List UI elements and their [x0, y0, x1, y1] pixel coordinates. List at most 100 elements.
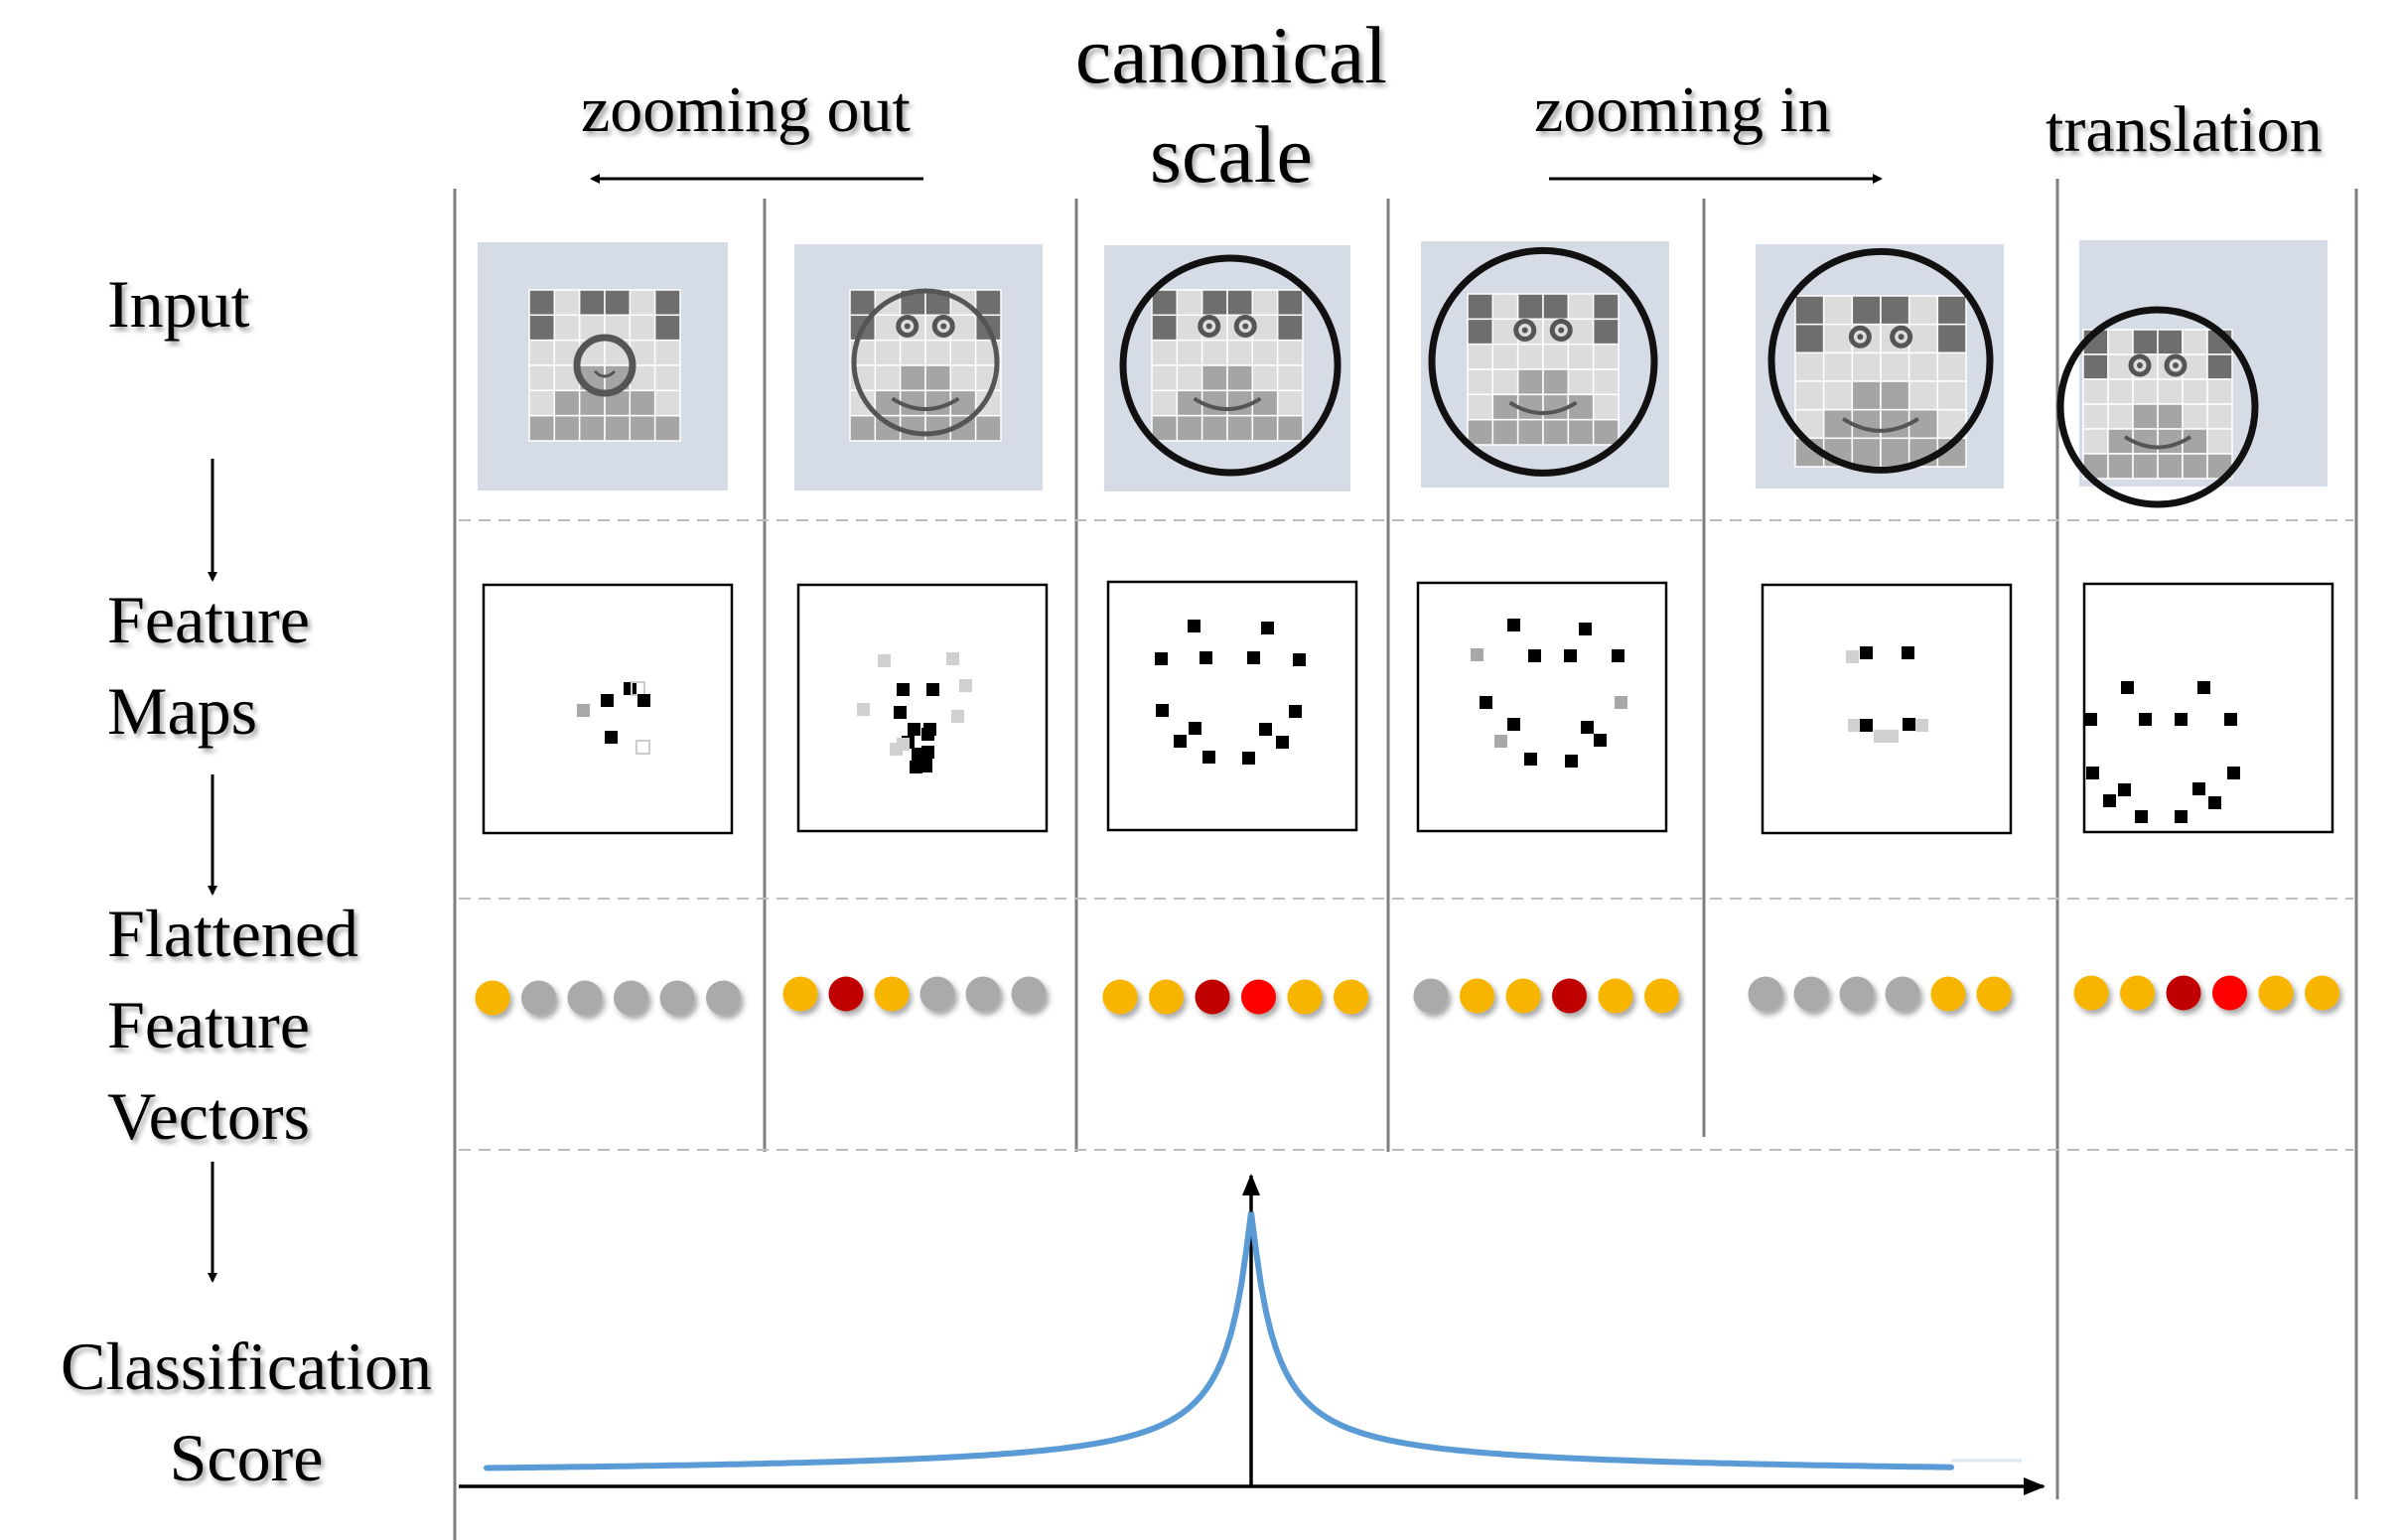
vector-element-yellow — [1976, 976, 2012, 1012]
face-pixel — [1592, 318, 1620, 346]
face-pixel — [1276, 389, 1304, 417]
feature-activation — [1524, 753, 1537, 766]
face-pixel — [2107, 453, 2134, 480]
face-pixel — [2157, 329, 2184, 355]
vector-element-gray — [659, 980, 695, 1016]
face-pixel — [1176, 414, 1203, 442]
input-row — [478, 240, 2328, 508]
feature-activation — [1188, 620, 1200, 632]
face-pixel — [1880, 351, 1910, 382]
face-pixel — [949, 364, 977, 392]
face-pixel — [949, 339, 977, 366]
input-face-panel — [1756, 244, 2004, 489]
eye — [1513, 318, 1537, 342]
feature-activation — [2139, 713, 2152, 726]
feature-activation — [2224, 713, 2237, 726]
face-pixel — [1794, 380, 1825, 411]
vector-element-dark_red — [828, 976, 864, 1012]
face-pixel — [1491, 368, 1519, 396]
face-pixel — [1822, 351, 1854, 382]
face-pixel — [1276, 414, 1304, 442]
face-pixel — [1592, 418, 1620, 446]
feature-activation — [1612, 649, 1624, 662]
face-pixel — [1880, 380, 1910, 411]
pupil — [2137, 362, 2143, 368]
vector-element-yellow — [1598, 978, 1633, 1014]
feature-activation — [1565, 755, 1578, 768]
eye — [896, 314, 919, 338]
vector-element-dark_red — [2166, 975, 2201, 1011]
face-pixel — [924, 364, 952, 392]
face-pixel — [578, 414, 606, 442]
vector-element-gray — [706, 980, 741, 1016]
vector-element-yellow — [1149, 979, 1184, 1015]
vector-element-yellow — [1287, 979, 1323, 1015]
mouth — [1193, 396, 1262, 411]
face-pixel — [1276, 314, 1304, 342]
face-pixel — [1822, 295, 1854, 326]
feature-activation — [910, 761, 922, 773]
eye — [1233, 314, 1257, 338]
face-pixel — [1276, 364, 1304, 392]
feature-activation — [951, 710, 964, 723]
feature-activation — [635, 740, 650, 755]
face-pixel — [1467, 293, 1494, 321]
feature-activation — [1200, 651, 1212, 664]
feature-activation — [2121, 681, 2134, 694]
face-pixel — [2157, 378, 2184, 405]
face-pixel — [553, 289, 581, 317]
face-pixel — [1907, 380, 1939, 411]
classification-label-line1: Classification — [61, 1329, 432, 1404]
feature-activation — [1528, 649, 1541, 662]
feature-activation — [2208, 796, 2221, 809]
feature-activation — [857, 703, 870, 716]
feature-activation — [577, 704, 590, 717]
pupil — [1242, 323, 1249, 330]
vector-element-dark_red — [1552, 978, 1587, 1014]
feature-activation — [1259, 723, 1272, 736]
feature-activation — [2175, 713, 2188, 726]
feature-activation — [959, 679, 972, 692]
feature-activation — [1886, 730, 1899, 743]
face-pixel — [1467, 418, 1494, 446]
face-pixel — [553, 389, 581, 417]
feature-activation — [1289, 705, 1302, 718]
zooming-out-label: zooming out — [581, 73, 911, 146]
face-pixel — [2182, 453, 2208, 480]
feature-activation — [926, 683, 939, 696]
feature-maps-label: Feature Maps — [107, 574, 310, 757]
face-pixel — [1592, 343, 1620, 370]
face-pixel — [2132, 453, 2159, 480]
face-pixel — [1491, 343, 1519, 370]
face-outline — [1119, 254, 1341, 477]
pupil — [2173, 362, 2179, 368]
feature-vector — [475, 980, 741, 1016]
face-pixel — [1822, 380, 1854, 411]
face-pixel — [1592, 368, 1620, 396]
face-pixel — [1251, 364, 1279, 392]
feature-activation — [897, 683, 910, 696]
feature-activation — [1276, 736, 1289, 749]
face-pixel — [2082, 403, 2109, 430]
face-pixel — [1276, 289, 1304, 317]
face-pixel — [1880, 437, 1910, 468]
classification-score-label: Classification Score — [38, 1321, 455, 1503]
feature-activation — [1581, 721, 1594, 734]
face-pixel — [1936, 295, 1967, 326]
feature-activation — [1155, 652, 1168, 665]
face-pixel — [1200, 414, 1228, 442]
face-pixel — [849, 289, 877, 317]
feature-vector — [782, 976, 1047, 1012]
face-pixel — [1176, 289, 1203, 317]
flattened-label-line2: Feature — [107, 987, 310, 1062]
vector-element-gray — [965, 976, 1001, 1012]
face-pixel — [1226, 289, 1254, 317]
vector-element-gray — [1748, 976, 1783, 1012]
feature-map-frame — [482, 583, 734, 835]
input-face-panel — [1104, 245, 1350, 491]
feature-map-row — [482, 580, 2334, 835]
mouth — [1508, 400, 1578, 415]
vector-element-red — [1241, 979, 1276, 1015]
vector-element-gray — [1413, 978, 1449, 1014]
feature-activation — [1564, 649, 1577, 662]
